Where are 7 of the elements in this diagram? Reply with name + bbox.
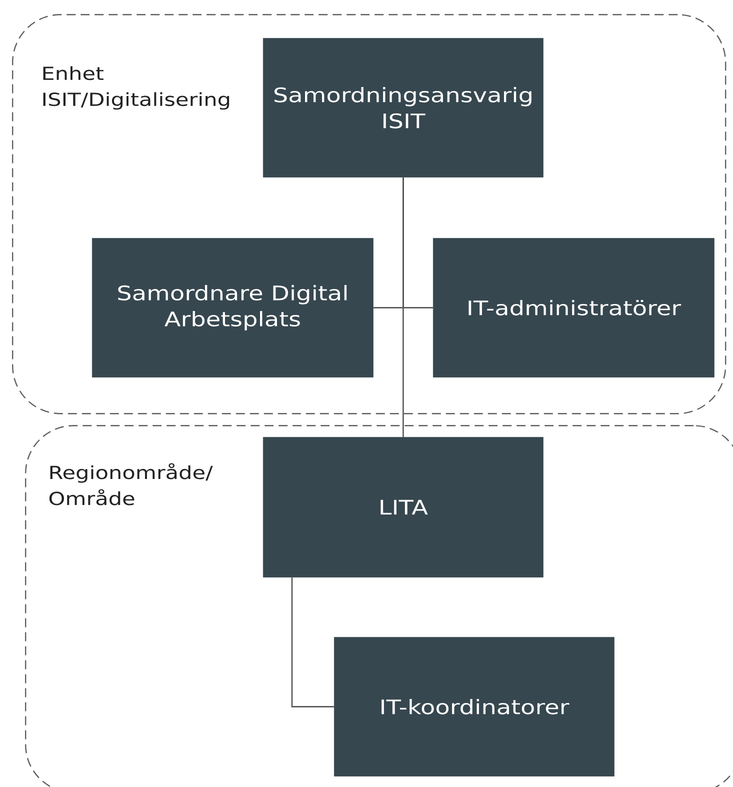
connector-line — [291, 577, 334, 708]
role-box: IT-administratörer — [433, 238, 714, 378]
role-box: Samordnare Digital Arbetsplats — [92, 238, 374, 378]
connector-line — [402, 177, 404, 437]
role-box: LITA — [263, 437, 544, 578]
role-box: IT-koordinatorer — [334, 637, 614, 776]
role-box: Samordningsansvarig ISIT — [263, 38, 544, 178]
